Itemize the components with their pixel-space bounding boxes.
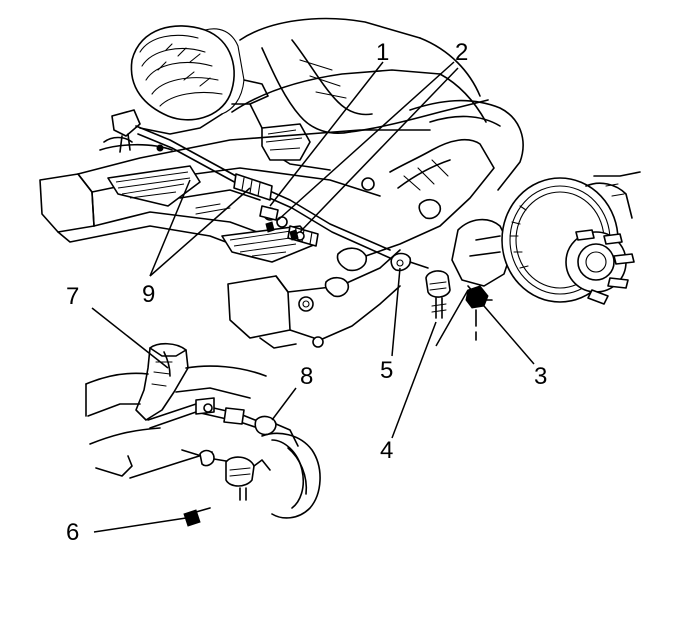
callout-6: 6 <box>66 519 79 546</box>
front-crossmember <box>39 129 431 349</box>
right-frame-rail <box>359 99 524 259</box>
lug-studs <box>575 229 635 305</box>
leader-9b <box>149 179 191 277</box>
leader-9a <box>149 187 251 277</box>
steering-linkage <box>135 125 391 259</box>
inset-detail <box>85 342 321 527</box>
callout-5: 5 <box>380 357 393 384</box>
leader-3 <box>483 305 535 365</box>
callout-3: 3 <box>534 363 547 390</box>
callout-9: 9 <box>142 281 155 308</box>
brake-booster <box>130 25 269 121</box>
outer-tie-rod-end <box>390 252 451 319</box>
callout-8: 8 <box>300 363 313 390</box>
leader-5 <box>391 267 401 357</box>
leader-2a <box>277 61 455 221</box>
callout-1: 1 <box>376 39 389 66</box>
callout-labels: 1 2 3 4 5 6 7 8 9 <box>66 39 547 546</box>
leader-lines <box>91 61 535 533</box>
leader-4a <box>391 321 437 439</box>
upper-body-structure <box>139 17 489 171</box>
leader-6 <box>93 517 187 533</box>
left-tie-rod-end <box>99 109 173 153</box>
callout-4: 4 <box>380 437 393 464</box>
leader-1 <box>269 61 384 207</box>
leader-4b <box>435 289 469 347</box>
leader-7 <box>91 307 169 369</box>
steering-knuckle-and-rotor <box>451 171 641 341</box>
leader-8 <box>271 387 297 421</box>
callout-2: 2 <box>455 39 468 66</box>
callout-7: 7 <box>66 283 79 310</box>
leader-2b <box>299 67 459 233</box>
